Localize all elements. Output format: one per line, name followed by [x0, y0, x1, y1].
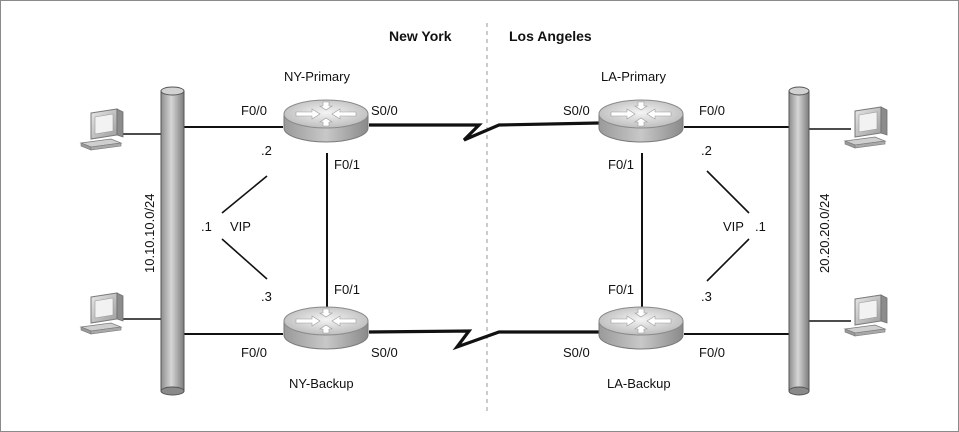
if-la-primary-s00: S0/0 — [563, 103, 590, 118]
vip-lines-ny — [221, 175, 268, 280]
vip-label-ny: VIP — [230, 219, 251, 234]
addr-ny-backup: .3 — [261, 289, 272, 304]
router-la-primary-icon — [598, 99, 684, 143]
router-ny-backup-icon — [283, 306, 369, 350]
if-la-primary-f00: F0/0 — [699, 103, 725, 118]
network-label-la: 20.20.20.0/24 — [817, 193, 832, 273]
router-name-ny-backup: NY-Backup — [289, 376, 354, 391]
vip-lines-la — [706, 170, 750, 282]
workstation-ny-top-icon — [80, 108, 124, 151]
router-name-la-primary: LA-Primary — [601, 69, 667, 84]
router-ny-primary-icon — [283, 99, 369, 143]
if-la-backup-f01: F0/1 — [608, 282, 634, 297]
workstation-ny-bottom-icon — [80, 292, 124, 335]
network-label-ny: 10.10.10.0/24 — [142, 193, 157, 273]
if-ny-backup-f01: F0/1 — [334, 282, 360, 297]
addr-la-vip: .1 — [755, 219, 766, 234]
if-ny-primary-f01: F0/1 — [334, 157, 360, 172]
site-label-new-york: New York — [389, 28, 452, 44]
if-ny-backup-s00: S0/0 — [371, 345, 398, 360]
addr-la-backup: .3 — [701, 289, 712, 304]
vip-label-la: VIP — [723, 219, 744, 234]
if-la-primary-f01: F0/1 — [608, 157, 634, 172]
site-label-los-angeles: Los Angeles — [509, 28, 592, 44]
segment-ny — [160, 86, 185, 396]
addr-ny-vip: .1 — [201, 219, 212, 234]
if-ny-primary-f00: F0/0 — [241, 103, 267, 118]
if-ny-primary-s00: S0/0 — [371, 103, 398, 118]
workstation-la-top-icon — [844, 106, 888, 149]
segment-la — [788, 86, 810, 396]
router-name-ny-primary: NY-Primary — [284, 69, 350, 84]
addr-la-primary: .2 — [701, 143, 712, 158]
serial-link-backup — [368, 329, 599, 351]
if-ny-backup-f00: F0/0 — [241, 345, 267, 360]
serial-link-primary — [369, 121, 600, 142]
addr-ny-primary: .2 — [261, 143, 272, 158]
if-la-backup-f00: F0/0 — [699, 345, 725, 360]
router-la-backup-icon — [598, 306, 684, 350]
workstation-la-bottom-icon — [844, 294, 888, 337]
router-name-la-backup: LA-Backup — [607, 376, 671, 391]
if-la-backup-s00: S0/0 — [563, 345, 590, 360]
